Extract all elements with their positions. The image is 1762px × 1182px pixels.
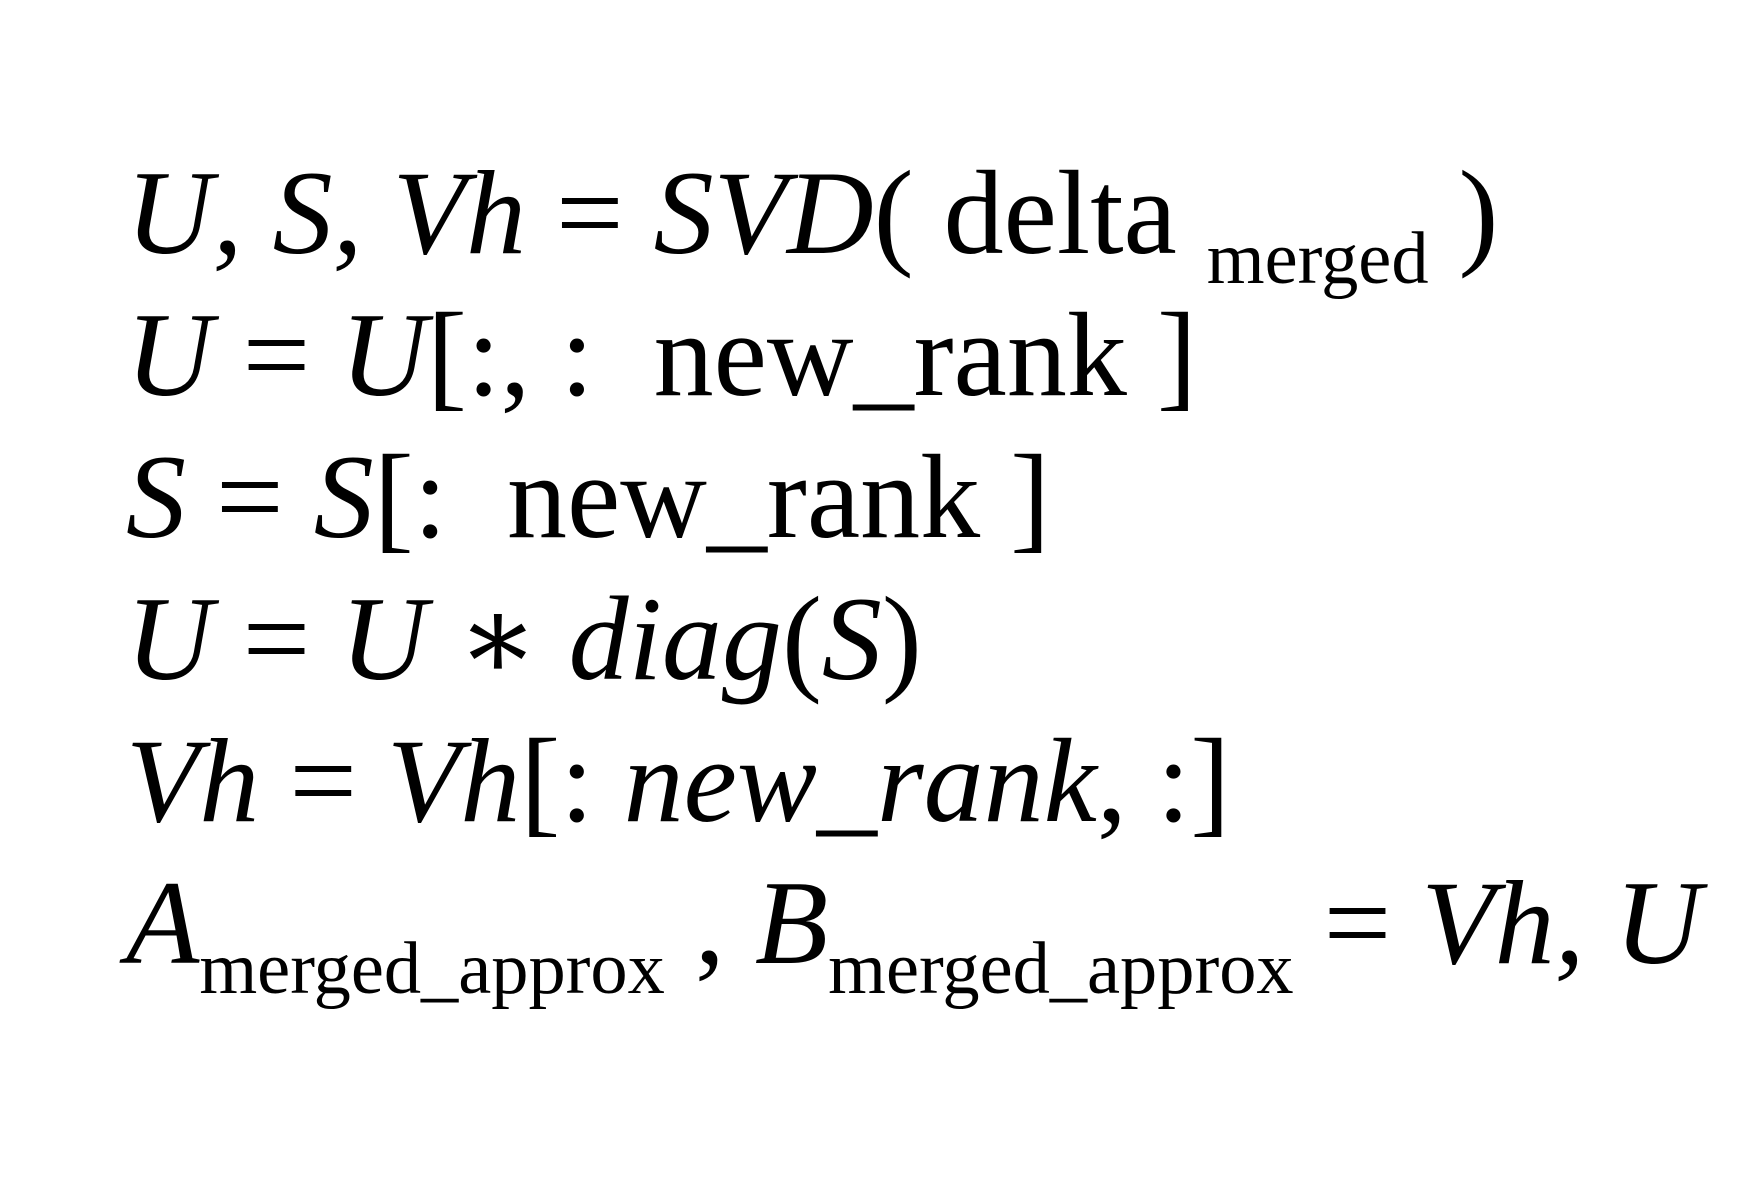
math-segment: U bbox=[126, 572, 213, 705]
math-segment: = bbox=[259, 714, 387, 847]
math-segment: = bbox=[212, 288, 341, 421]
math-segment: ( delta bbox=[873, 146, 1207, 279]
math-segment: = bbox=[186, 430, 314, 563]
equation-block: U, S, Vh = SVD( delta merged ) U = U[:, … bbox=[6, 0, 1762, 1010]
asterisk-operator: ∗ bbox=[427, 572, 569, 705]
math-subscript: merged bbox=[1206, 217, 1429, 300]
math-segment: [: bbox=[520, 714, 624, 847]
math-segment: S bbox=[126, 430, 186, 563]
equation-line-truncate-u: U = U[:, : new_rank ] bbox=[6, 142, 1762, 421]
math-segment: S bbox=[821, 572, 882, 705]
math-segment: U bbox=[340, 572, 428, 705]
math-segment: , bbox=[664, 856, 755, 989]
math-segment: , :] bbox=[1096, 714, 1231, 847]
math-segment: = bbox=[525, 146, 654, 279]
math-segment: SVD bbox=[653, 146, 874, 279]
math-segment: ) bbox=[881, 572, 922, 705]
math-segment: S bbox=[313, 430, 374, 563]
math-segment: A bbox=[126, 856, 200, 989]
math-segment: [: new_rank ] bbox=[373, 430, 1051, 563]
equation-line-svd-decompose: U, S, Vh = SVD( delta merged ) bbox=[6, 0, 1762, 300]
math-subscript: merged_approx bbox=[828, 927, 1294, 1010]
math-segment: Vh bbox=[126, 714, 260, 847]
math-segment: = bbox=[1293, 856, 1422, 989]
math-segment: Vh, U bbox=[1421, 856, 1702, 989]
math-segment: Vh bbox=[387, 714, 521, 847]
equation-line-truncate-s: S = S[: new_rank ] bbox=[6, 284, 1762, 563]
equation-line-scale-u: U = U ∗ diag(S) bbox=[6, 426, 1762, 705]
math-subscript: merged_approx bbox=[199, 927, 665, 1010]
math-segment: U bbox=[340, 288, 428, 421]
math-segment: new_rank bbox=[623, 714, 1097, 847]
math-segment: U, S, Vh bbox=[126, 146, 526, 279]
math-segment: = bbox=[212, 572, 341, 705]
math-segment: U bbox=[126, 288, 213, 421]
math-segment: ( bbox=[781, 572, 822, 705]
math-segment: ) bbox=[1428, 146, 1499, 279]
math-segment: diag bbox=[568, 572, 782, 705]
math-segment: B bbox=[754, 856, 829, 989]
math-segment: [:, : new_rank ] bbox=[427, 288, 1197, 421]
equation-line-truncate-vh: Vh = Vh[: new_rank, :] bbox=[6, 568, 1762, 847]
